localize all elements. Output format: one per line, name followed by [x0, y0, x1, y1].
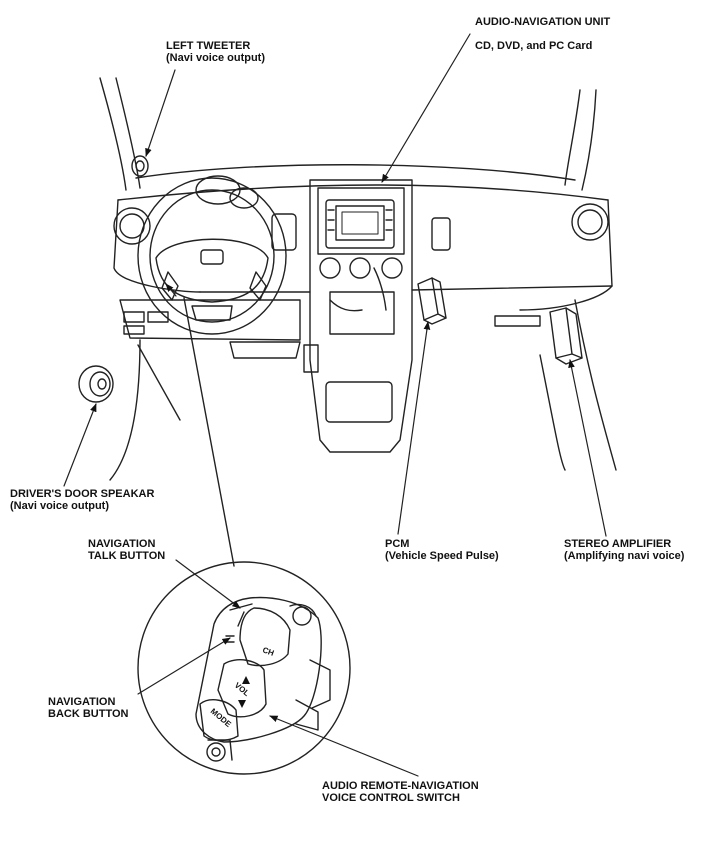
label-talk-button: NAVIGATION TALK BUTTON	[88, 538, 165, 562]
leader-left-tweeter	[145, 69, 176, 157]
callout-leaders	[63, 33, 607, 777]
left-tweeter-sub: (Navi voice output)	[166, 52, 266, 64]
door-speaker-sub: (Navi voice output)	[10, 500, 110, 512]
left-tweeter	[131, 155, 149, 177]
leader-door-speaker	[63, 403, 97, 487]
label-audio-nav-unit: AUDIO-NAVIGATION UNIT CD, DVD, and PC Ca…	[475, 16, 610, 52]
label-back-button: NAVIGATION BACK BUTTON	[48, 696, 128, 720]
label-left-tweeter: LEFT TWEETER (Navi voice output)	[166, 40, 265, 64]
drivers-door-speaker	[78, 365, 114, 403]
mode-button-label: MODE	[209, 707, 234, 730]
dashboard	[109, 184, 617, 481]
stereo-amplifier	[549, 307, 583, 365]
pcm-module	[417, 277, 447, 325]
back-button-line1: NAVIGATION	[48, 696, 116, 708]
label-pcm: PCM (Vehicle Speed Pulse)	[385, 538, 499, 562]
door-speaker-title: DRIVER'S DOOR SPEAKAR	[10, 488, 155, 500]
remote-switch-line1: AUDIO REMOTE-NAVIGATION	[322, 780, 479, 792]
ch-button-label: CH	[261, 645, 275, 657]
label-remote-switch: AUDIO REMOTE-NAVIGATION VOICE CONTROL SW…	[322, 780, 479, 804]
center-console	[309, 179, 413, 453]
left-tweeter-title: LEFT TWEETER	[166, 40, 251, 52]
audio-nav-unit-sub: CD, DVD, and PC Card	[475, 40, 593, 52]
air-vents	[113, 203, 609, 251]
audio-navigation-unit	[325, 199, 395, 249]
label-stereo-amp: STEREO AMPLIFIER (Amplifying navi voice)	[564, 538, 684, 562]
leader-remote-switch	[269, 715, 419, 777]
label-door-speaker: DRIVER'S DOOR SPEAKAR (Navi voice output…	[10, 488, 154, 512]
talk-button-line2: TALK BUTTON	[88, 550, 166, 562]
leader-audio-nav-unit	[381, 33, 471, 183]
back-button-line2: BACK BUTTON	[48, 708, 129, 720]
vol-down-arrow-icon	[238, 700, 246, 708]
leader-pcm	[397, 321, 431, 535]
vol-up-arrow-icon	[242, 676, 250, 684]
pcm-sub: (Vehicle Speed Pulse)	[385, 550, 499, 562]
remote-switch-line2: VOICE CONTROL SWITCH	[322, 792, 460, 804]
zoom-leader-line	[183, 297, 235, 567]
leader-talk-button	[175, 559, 241, 609]
audio-nav-unit-title: AUDIO-NAVIGATION UNIT	[475, 16, 611, 28]
leader-stereo-amp	[568, 359, 607, 537]
talk-button-line1: NAVIGATION	[88, 538, 156, 550]
zoom-inset-circle	[137, 297, 351, 775]
leader-back-button	[137, 637, 231, 695]
pcm-title: PCM	[385, 538, 410, 550]
windshield-frame	[99, 77, 597, 191]
stereo-amp-sub: (Amplifying navi voice)	[564, 550, 685, 562]
audio-remote-navigation-switch	[195, 596, 331, 762]
stereo-amp-title: STEREO AMPLIFIER	[564, 538, 672, 550]
steering-wheel	[137, 175, 287, 335]
